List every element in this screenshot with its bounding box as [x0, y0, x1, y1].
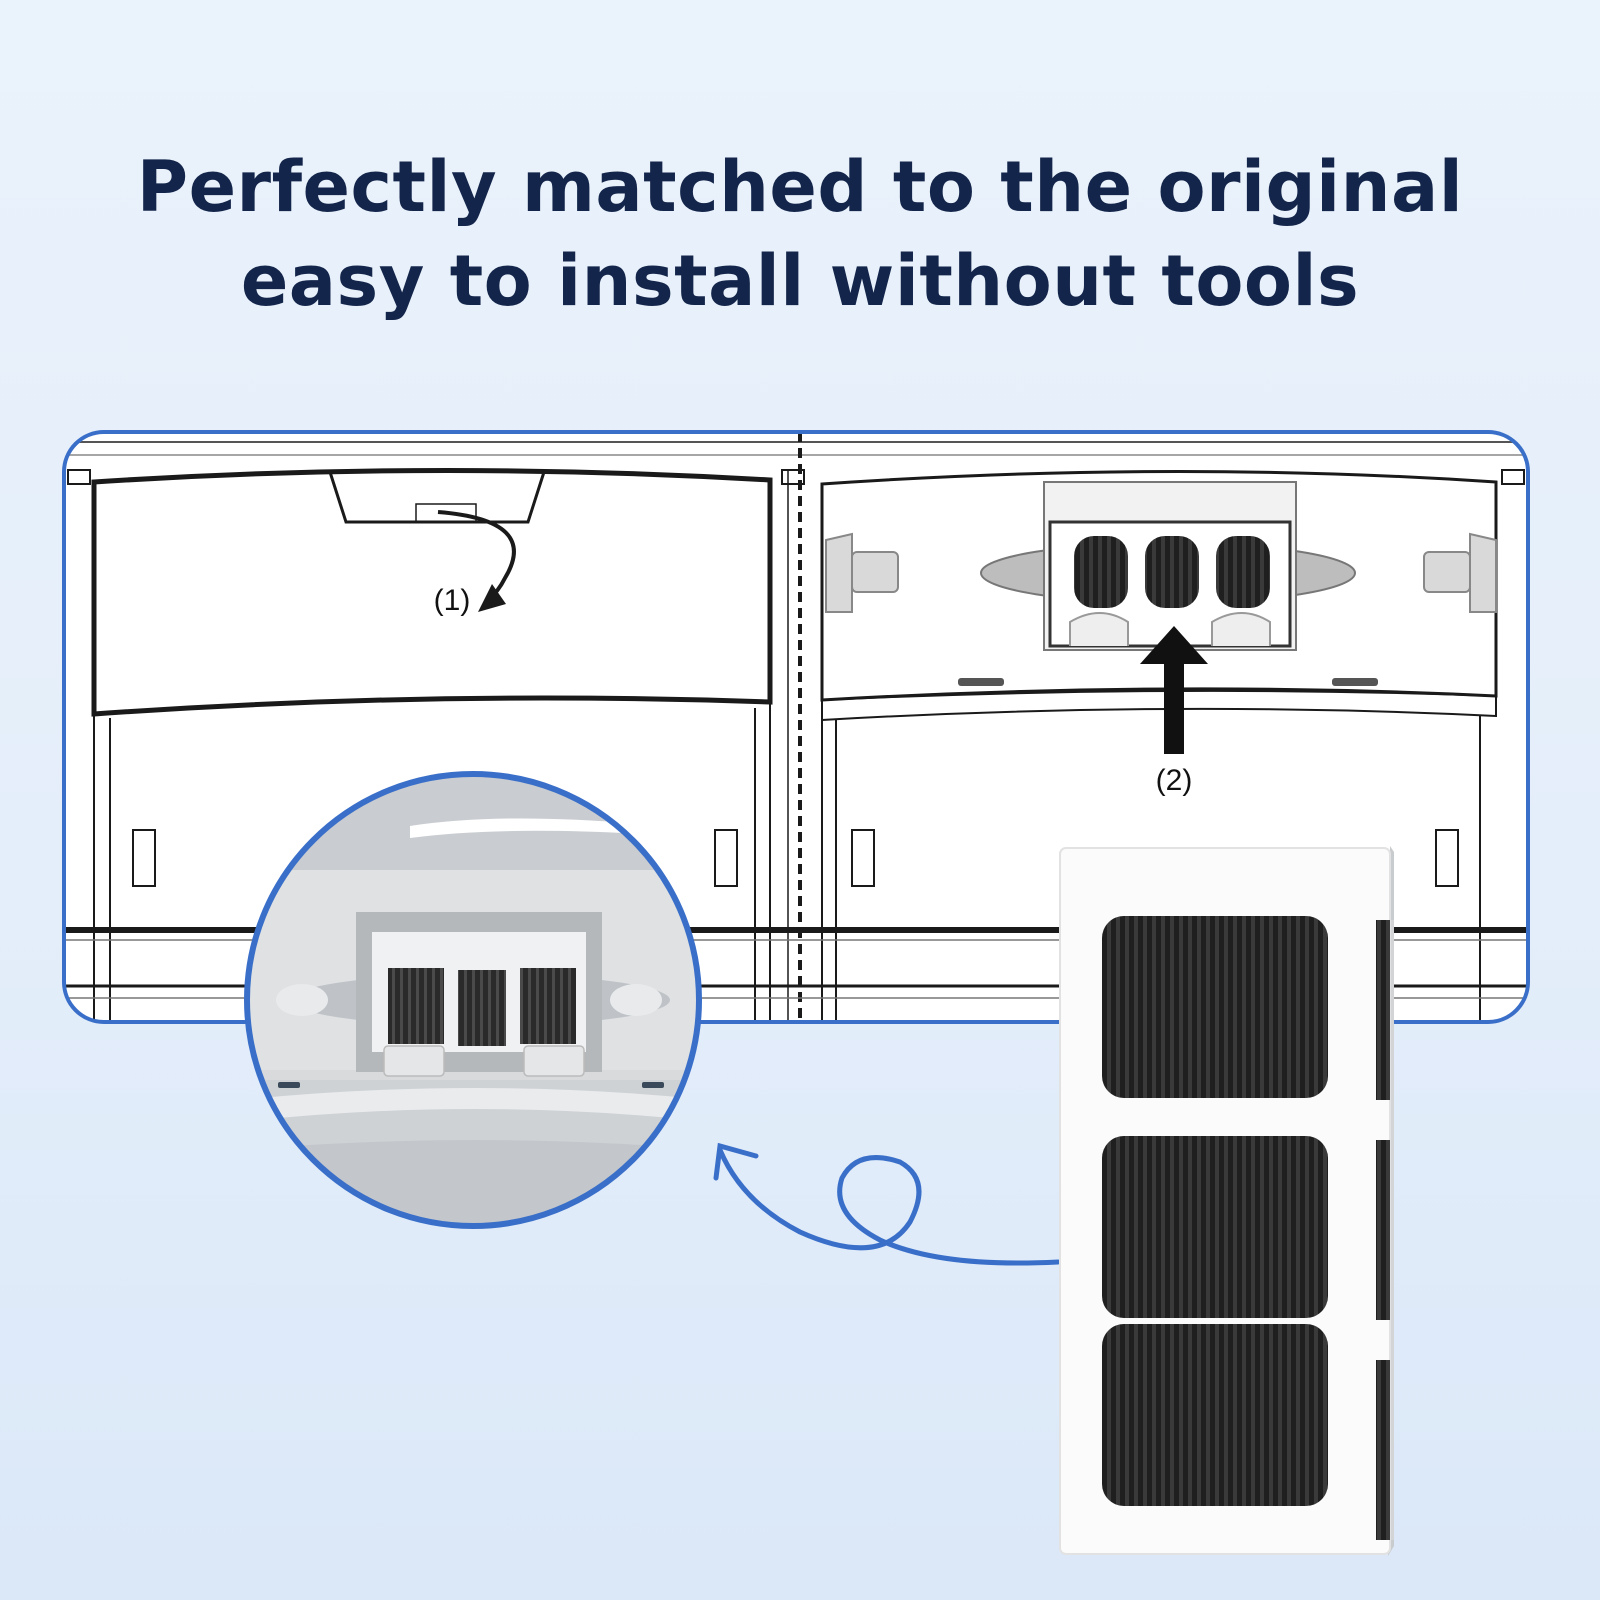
step2-up-arrow-icon [1140, 626, 1208, 754]
headline-line-1: Perfectly matched to the original [136, 146, 1464, 228]
left-diagram-closed-cover [67, 467, 805, 1022]
installed-filter-closeup [244, 771, 702, 1229]
step1-curved-arrow-icon [437, 510, 516, 612]
headline-line-2: easy to install without tools [240, 240, 1360, 322]
right-diagram-open-cover [820, 469, 1525, 1022]
step2-label: (2) [1156, 764, 1193, 797]
fridge-diagram-panel [62, 430, 1530, 1024]
air-filter-product [1059, 846, 1394, 1556]
step1-label: (1) [434, 584, 471, 617]
headline: Perfectly matched to the original easy t… [0, 140, 1600, 328]
loop-arrow-icon [713, 1142, 1061, 1266]
